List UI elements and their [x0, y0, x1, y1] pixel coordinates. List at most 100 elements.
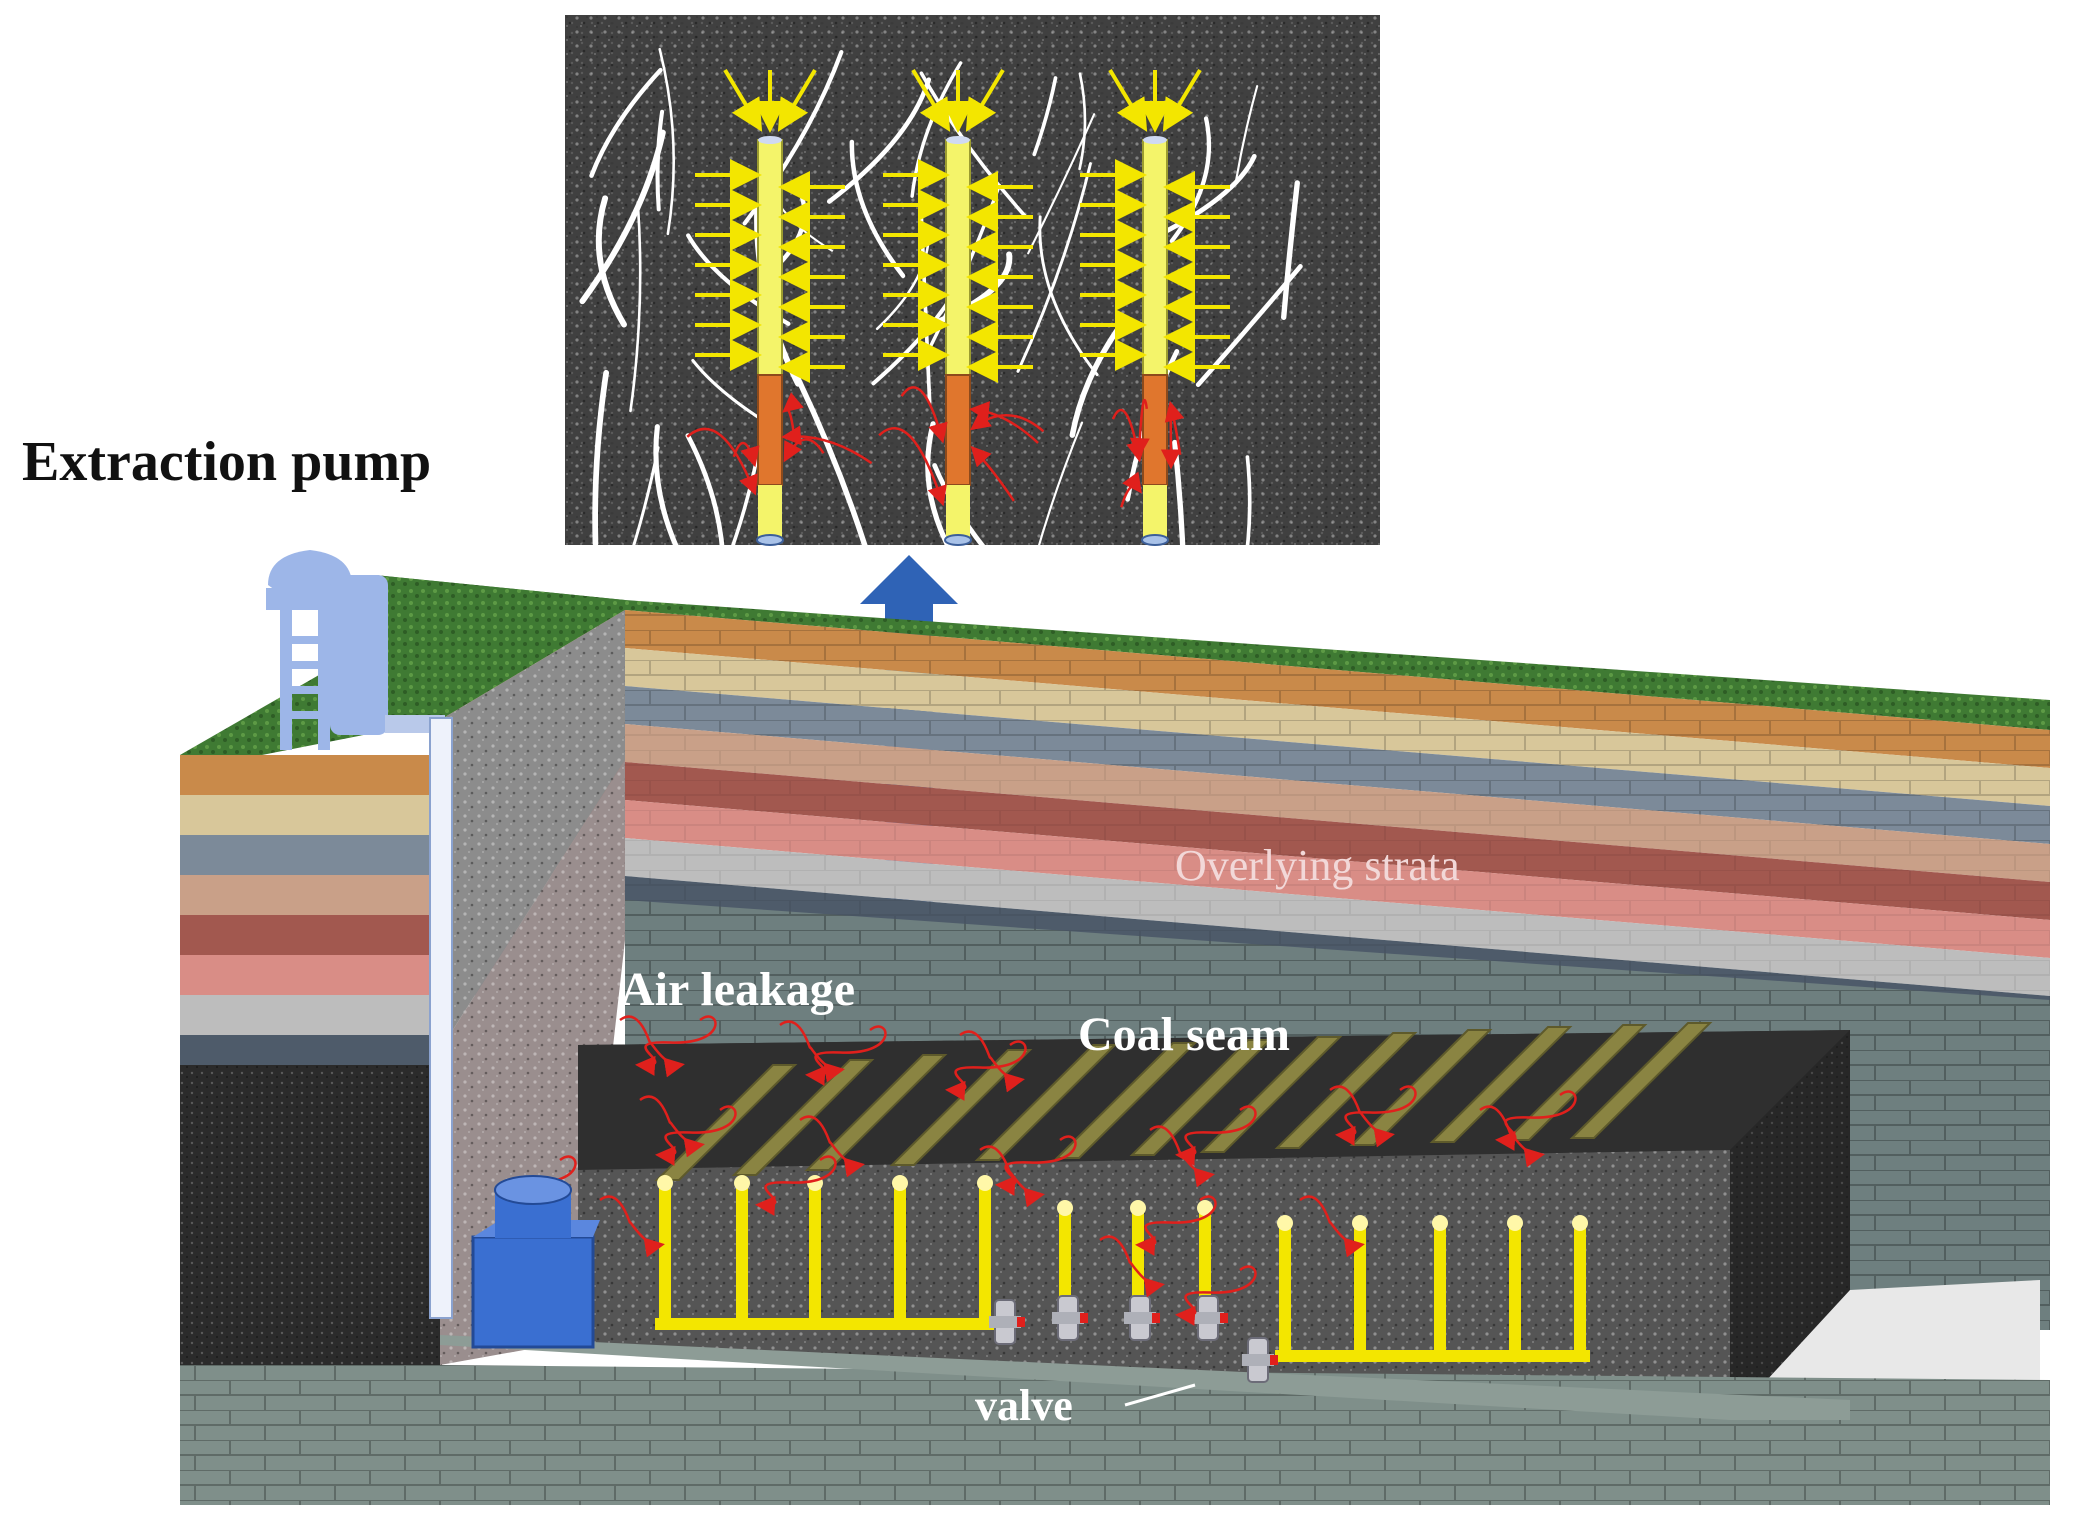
drilled-borehole — [1129, 1039, 1273, 1156]
gas-inflow-arrow — [965, 68, 1005, 132]
valve-icon — [1124, 1295, 1160, 1341]
air-leak-arrow — [655, 1105, 737, 1166]
pipe-cap — [807, 1175, 823, 1191]
air-leak-arrow — [945, 1040, 1027, 1101]
surface-grass — [375, 575, 2050, 730]
extraction-pipe — [736, 1185, 748, 1325]
pipe-cap — [1352, 1215, 1368, 1231]
extraction-pipe — [1059, 1210, 1071, 1315]
fracture — [629, 201, 642, 413]
inset-boreholes — [686, 68, 1230, 546]
air-leak-arrow — [1175, 1265, 1257, 1326]
pipe-cap — [977, 1175, 993, 1191]
air-leak-arrow — [969, 410, 1045, 433]
air-leak-arrow — [779, 1020, 845, 1083]
borehole-mouth — [1141, 534, 1169, 546]
strata-layer-left — [180, 835, 440, 875]
gas-inflow-arrow — [723, 68, 763, 132]
valve-icon — [1192, 1295, 1228, 1341]
air-leak-arrow — [1111, 408, 1147, 463]
borehole-mouth — [944, 534, 972, 546]
extraction-pipe-network — [655, 1175, 1590, 1362]
fracture — [1195, 264, 1303, 388]
air-leak-arrow — [1129, 398, 1150, 459]
valve-icon — [989, 1299, 1025, 1345]
fracture — [1235, 85, 1259, 181]
drilled-borehole — [1429, 1026, 1573, 1143]
coal-seam-label: Coal seam — [1078, 1008, 1290, 1061]
air-leak-arrow — [1335, 1085, 1417, 1146]
borehole-seal — [945, 374, 971, 486]
pipe-cap — [1057, 1200, 1073, 1216]
air-leak-arrow — [639, 1095, 705, 1158]
inset-borehole — [1142, 139, 1168, 376]
valve-group — [989, 1295, 1278, 1383]
air-leak-arrow — [995, 1135, 1077, 1196]
fracture — [595, 195, 627, 328]
fracture — [1016, 162, 1092, 373]
inset-borehole-end — [946, 485, 970, 540]
extraction-pipe — [1574, 1225, 1586, 1355]
air-leak-arrow — [1160, 406, 1181, 470]
manifold-pipe — [1275, 1350, 1590, 1362]
extraction-pump-label: Extraction pump — [22, 431, 432, 493]
gas-inflow-arrow — [1108, 68, 1148, 132]
pipe-cap — [1130, 1200, 1146, 1216]
fracture — [658, 47, 675, 236]
pump-tower-icon — [266, 550, 445, 750]
air-leakage-arrows — [495, 1015, 1577, 1326]
air-leak-arrow — [959, 1030, 1025, 1093]
air-leak-arrow — [783, 438, 825, 463]
air-leak-arrow — [878, 426, 947, 507]
fracture — [1027, 113, 1096, 255]
borehole-top — [758, 136, 782, 144]
fracture — [794, 374, 879, 586]
strata-layer-left — [180, 875, 440, 915]
pipe-cap — [734, 1175, 750, 1191]
strata-layer-left — [180, 955, 440, 995]
air-leak-arrow — [1299, 1195, 1365, 1258]
fracture — [589, 67, 663, 178]
fracture — [653, 424, 680, 551]
fracture — [1032, 76, 1058, 157]
gas-inflow-arrow — [911, 68, 951, 132]
gas-pipe — [429, 717, 453, 1319]
fracture — [1069, 318, 1127, 438]
extraction-pipe — [1509, 1225, 1521, 1355]
air-leak-arrow — [635, 1015, 717, 1076]
inset-borehole-end — [758, 485, 782, 540]
drilled-borehole — [1054, 1042, 1198, 1159]
inset-borehole — [757, 139, 783, 376]
extraction-pipe — [1279, 1225, 1291, 1355]
valve-label: valve — [975, 1381, 1073, 1430]
extraction-pipe — [1199, 1210, 1211, 1315]
fracture — [849, 139, 906, 279]
fracture — [685, 433, 726, 573]
drilled-borehole — [804, 1054, 948, 1171]
air-leak-arrow — [1099, 1235, 1165, 1298]
air-leak-arrow — [781, 425, 873, 465]
valve-icon — [1052, 1295, 1088, 1341]
pipe-cap — [1432, 1215, 1448, 1231]
extraction-pipe — [894, 1185, 906, 1325]
borehole-top — [1143, 136, 1167, 144]
drilled-borehole — [1569, 1022, 1713, 1139]
air-leak-arrow — [970, 445, 1015, 502]
fracture — [592, 369, 610, 547]
pipe-cap — [657, 1175, 673, 1191]
valve-leader-line — [1124, 1383, 1196, 1407]
strata-layer-left — [180, 915, 440, 955]
strata-layer-left — [180, 995, 440, 1035]
fracture — [1281, 180, 1300, 321]
drilled-borehole — [1199, 1036, 1343, 1153]
air-leak-arrow — [599, 1195, 665, 1258]
fracture — [826, 77, 932, 204]
borehole-seal — [1142, 374, 1168, 486]
strata-layer-left — [180, 795, 440, 835]
drilled-borehole — [1349, 1029, 1493, 1146]
pipe-cap — [1197, 1200, 1213, 1216]
extraction-pipe — [1354, 1225, 1366, 1355]
overlying-strata-label: Overlying strata — [1175, 841, 1460, 890]
